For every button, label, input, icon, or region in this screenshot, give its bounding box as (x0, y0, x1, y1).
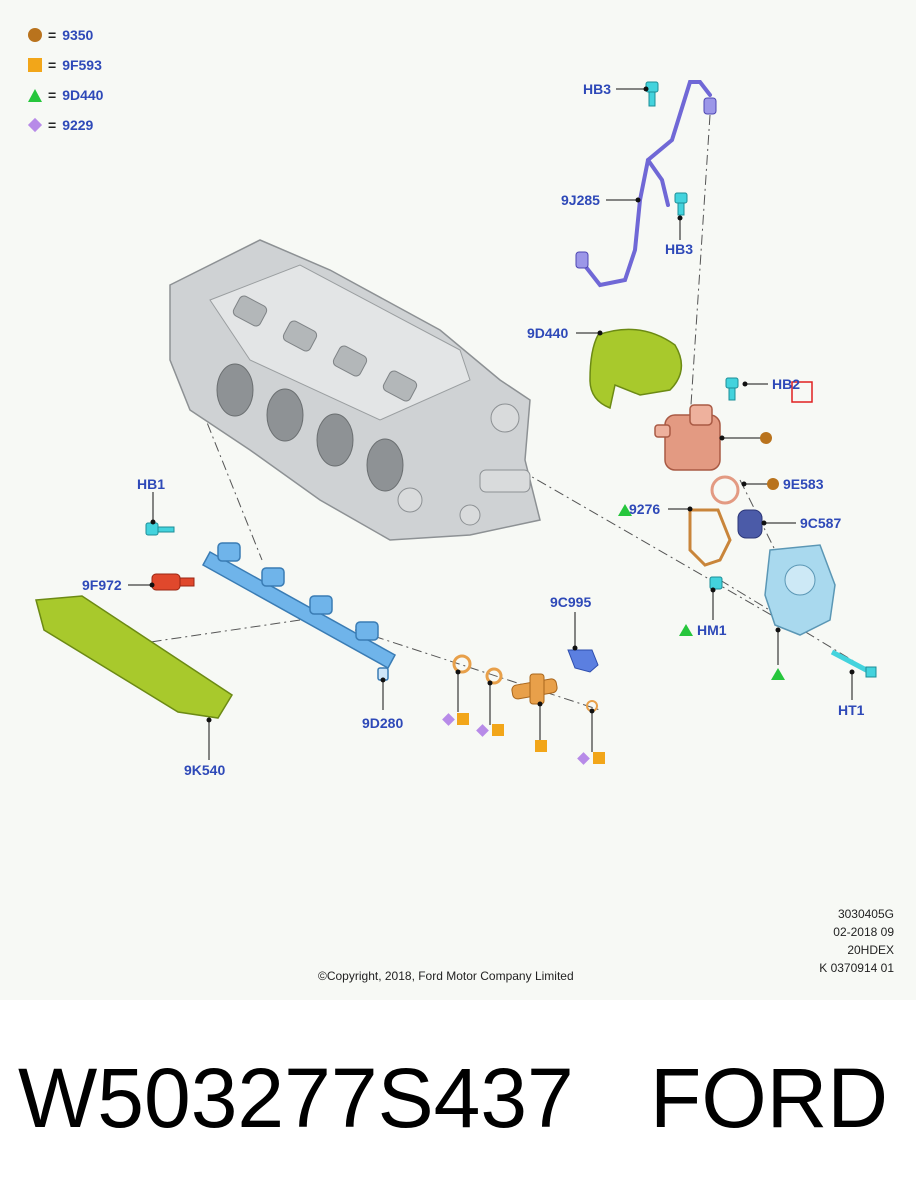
circle-icon (28, 28, 42, 42)
label-hb3-lower: HB3 (665, 241, 693, 257)
diamond-icon (577, 752, 590, 765)
gasket (688, 508, 732, 567)
triangle-icon (771, 668, 785, 680)
rail-cover (35, 595, 234, 719)
parts-diagram: =9350 =9F593 =9D440 =9229 (27, 27, 894, 983)
legend-row-9350: =9350 (28, 27, 93, 43)
fuel-line-fitting (703, 97, 717, 115)
brand-name: FORD (650, 1051, 888, 1145)
tappet (737, 509, 763, 539)
leader-lines (128, 88, 853, 760)
label-ht1: HT1 (838, 702, 865, 718)
engine-code: 20HDEX (847, 943, 894, 957)
stud-ht1 (830, 649, 877, 678)
square-icon (28, 58, 42, 72)
legend-row-9229: =9229 (27, 117, 94, 133)
square-icon (457, 713, 469, 725)
square-icon (593, 752, 605, 764)
legend-row-9f593: =9F593 (28, 57, 102, 73)
label-pump-cover: 9D440 (527, 325, 568, 341)
legend-code: 9D440 (62, 87, 104, 103)
drawing-ref: K 0370914 01 (819, 961, 894, 975)
legend-row-9d440: =9D440 (28, 87, 103, 103)
triangle-icon (618, 504, 632, 516)
exploded-view: HB3 9J285 HB3 9D440 HB2 9E583 9276 9C587… (35, 80, 877, 778)
fuel-line-fitting (575, 251, 589, 269)
copyright-notice: ©Copyright, 2018, Ford Motor Company Lim… (318, 969, 574, 983)
fuel-line (580, 80, 712, 288)
triangle-icon (28, 88, 42, 102)
square-icon (535, 740, 547, 752)
legend-code: 9350 (62, 27, 94, 43)
label-hm1: HM1 (697, 622, 727, 638)
bolt-hb3-top (645, 81, 659, 107)
leader-dots (149, 86, 855, 723)
clip (567, 649, 599, 673)
pump-cover (589, 328, 683, 410)
label-clip: 9C995 (550, 594, 591, 610)
legend-code: 9229 (62, 117, 94, 133)
cylinder-head (169, 239, 541, 541)
label-rail-cover: 9K540 (184, 762, 225, 778)
injector-seal (452, 654, 472, 674)
part-number: W503277S437 (18, 1051, 574, 1145)
label-o-ring: 9E583 (783, 476, 824, 492)
o-ring (710, 475, 740, 505)
diamond-icon (476, 724, 489, 737)
highlight-box (791, 381, 813, 403)
injector-seal (485, 667, 503, 685)
triangle-icon (679, 624, 693, 636)
drawing-code: 3030405G (837, 907, 894, 921)
label-tappet: 9C587 (800, 515, 841, 531)
fuel-pressure-sensor (151, 573, 195, 591)
housing-bore (784, 564, 816, 596)
label-pressure-sensor: 9F972 (82, 577, 122, 593)
bolt-hb2 (725, 377, 739, 401)
bolt-hb1 (145, 522, 175, 536)
drawing-meta: 3030405G 02-2018 09 20HDEX K 0370914 01 (819, 905, 894, 977)
fuel-rail (201, 542, 397, 681)
circle-icon (760, 432, 772, 444)
label-gasket: 9276 (629, 501, 660, 517)
label-hb2: HB2 (772, 376, 800, 392)
label-hb3-top: HB3 (583, 81, 611, 97)
drawing-date: 02-2018 09 (833, 925, 894, 939)
label-fuel-rail: 9D280 (362, 715, 403, 731)
label-hb1: HB1 (137, 476, 165, 492)
circle-icon (767, 478, 779, 490)
legend-code: 9F593 (62, 57, 102, 73)
diamond-icon (442, 713, 455, 726)
bolt-hm1 (709, 576, 723, 590)
label-fuel-line: 9J285 (561, 192, 600, 208)
bolt-hb3-lower (674, 192, 688, 216)
square-icon (492, 724, 504, 736)
high-pressure-fuel-pump (654, 404, 721, 471)
fuel-injector (511, 673, 558, 705)
